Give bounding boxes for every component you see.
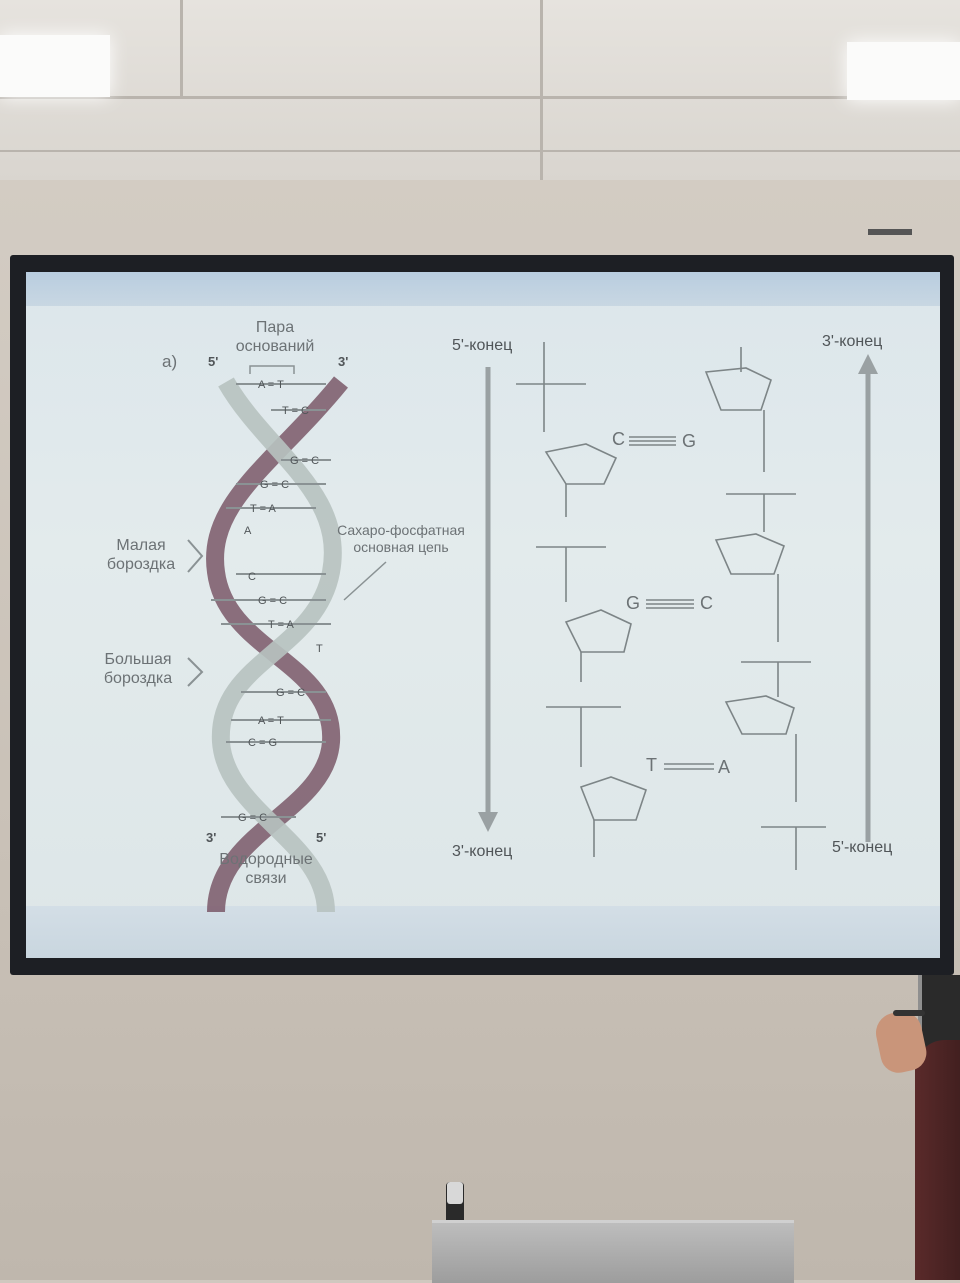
microphone-head [447,1182,463,1204]
left-bottom-end-label: 3'-конец [452,843,513,860]
minor-groove-line2: бороздка [106,556,176,573]
helix-light-strand [211,377,342,913]
helix-pair-9: T [316,643,323,655]
podium [432,1220,794,1283]
helix-top-right-end: 3' [338,354,349,369]
ceiling [0,0,960,180]
helix-pair-8: T = A [268,619,294,631]
helix-pair-4: T = A [250,503,276,515]
backbone-label: Сахаро-фосфатная основная цепь [326,522,476,556]
hbonds-line1: Водородные [219,851,313,868]
dna-diagram [187,342,878,913]
right-base-1: C [700,593,713,613]
backbone-pointer [343,561,387,601]
right-base-0: G [682,431,697,451]
left-base-0: C [612,429,625,449]
helix-pair-10: G = C [276,687,306,699]
minor-groove-label: Малая бороздка [96,536,186,574]
left-arrow-head [478,812,498,832]
hbonds-line2: связи [245,870,287,887]
left-base-2: T [646,755,657,775]
left-base-1: G [626,593,641,613]
minor-groove-arrow [187,539,204,573]
helix-pair-7: G = C [258,595,288,607]
helix-bottom-left-end: 3' [206,830,217,845]
ceiling-grid-line [180,0,183,96]
helix-pair-1: T = C [282,405,310,417]
helix-pair-0: A = T [258,379,284,391]
backbone-line1: Сахаро-фосфатная [337,522,465,538]
laser-pointer [893,1010,925,1016]
screen-housing-mark [868,229,912,235]
right-bottom-end-label: 5'-конец [832,839,893,856]
base-pair-bracket [249,365,295,374]
left-top-end-label: 5'-конец [452,337,513,354]
presenter [915,1040,960,1280]
slide-bottom-band [26,906,940,958]
ceiling-grid-line [0,96,960,99]
helix-pair-3: G = C [260,479,290,491]
base-pair-rungs [211,383,331,818]
minor-groove-line1: Малая [116,537,166,554]
right-arrow-head [858,354,878,374]
hydrogen-bonds-label: Водородные связи [206,850,326,888]
base-pair-label: Пара оснований [230,318,320,356]
right-top-end-label: 3'-конец [822,333,883,350]
ceiling-grid-line [540,0,543,180]
helix-pair-5: A [244,525,252,537]
helix-top-left-end: 5' [208,354,219,369]
major-groove-arrow [187,657,204,687]
projection-screen: а) Пара оснований 5' 3' 3' 5' Малая боро… [26,272,940,958]
hydrogen-bond-lines [629,436,714,770]
major-groove-label: Большая бороздка [88,650,188,688]
helix-pair-11: A = T [258,715,284,727]
base-pair-label-line1: Пара [255,319,295,336]
slide-top-band [26,272,940,306]
panel-label: а) [162,352,178,371]
backbone-line2: основная цепь [353,539,449,555]
helix-pair-12: C = G [248,737,278,749]
helix-pair-13: G = C [238,812,268,824]
helix-bottom-right-end: 5' [316,830,327,845]
helix-pair-2: G = C [290,455,320,467]
right-strand-structure [704,347,826,870]
right-base-2: A [718,757,731,777]
ceiling-light [0,35,110,97]
major-groove-line1: Большая [104,651,172,668]
ceiling-light [847,42,960,100]
left-strand-structure [516,342,648,857]
helix-pair-6: C [248,571,256,583]
base-pair-label-line2: оснований [235,338,315,355]
major-groove-line2: бороздка [103,670,173,687]
ceiling-grid-line [0,150,960,152]
